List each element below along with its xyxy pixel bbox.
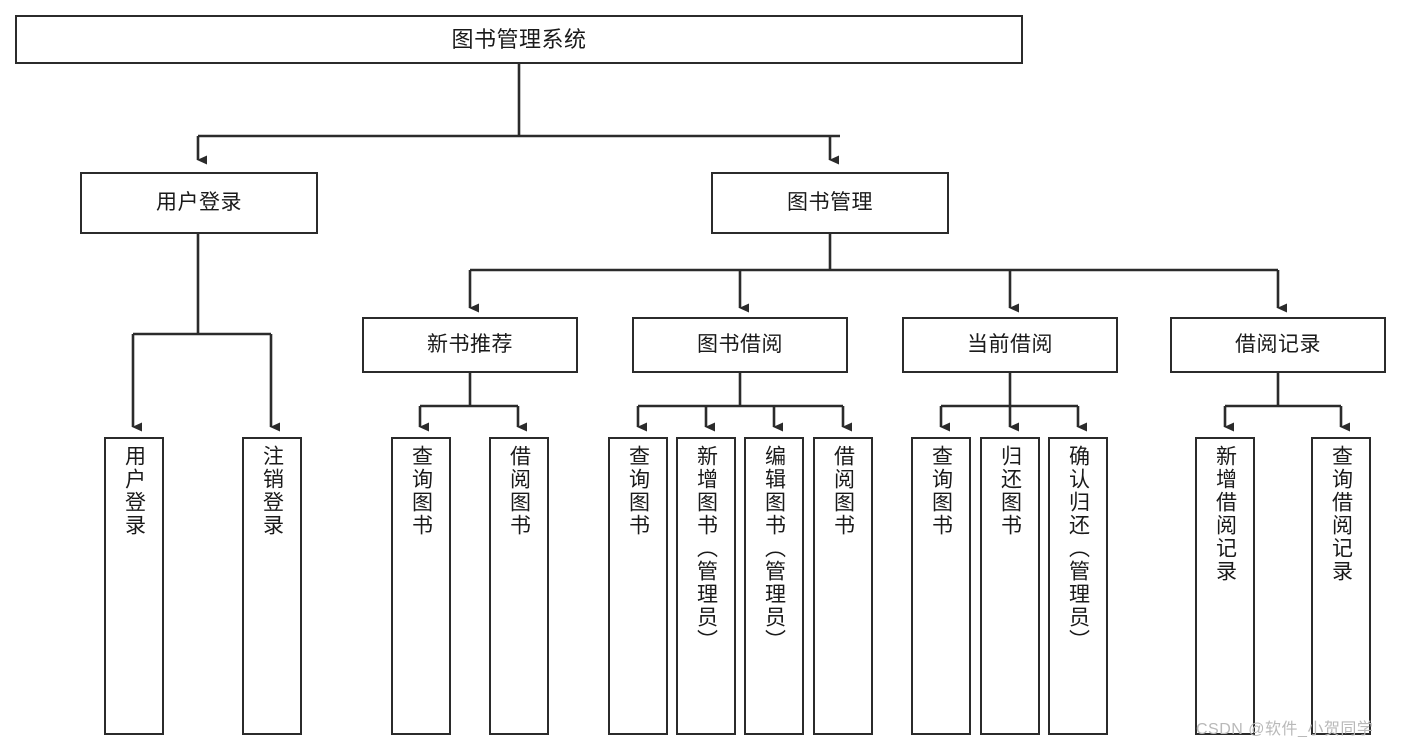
node-label: 查询图书 [929, 445, 953, 537]
node-label: 当前借阅 [967, 332, 1053, 356]
leaf-borrow-record-add-record[interactable]: 新增借阅记录 [1195, 437, 1255, 735]
node-label: 用户登录 [156, 190, 242, 214]
node-label: 图书管理系统 [451, 26, 587, 52]
node-label: 图书借阅 [697, 332, 783, 356]
node-label: 用户登录 [122, 445, 146, 537]
node-label: 查询借阅记录 [1329, 445, 1353, 583]
node-new-book-recommend[interactable]: 新书推荐 [362, 317, 578, 373]
leaf-current-borrow-confirm-return-admin[interactable]: 确认归还（管理员） [1048, 437, 1108, 735]
leaf-new-book-borrow-book[interactable]: 借阅图书 [489, 437, 549, 735]
leaf-current-borrow-return-book[interactable]: 归还图书 [980, 437, 1040, 735]
node-book-management[interactable]: 图书管理 [711, 172, 949, 234]
leaf-borrow-record-query-record[interactable]: 查询借阅记录 [1311, 437, 1371, 735]
node-label: 查询图书 [626, 445, 650, 537]
node-label: 查询图书 [409, 445, 433, 537]
node-root-book-management-system[interactable]: 图书管理系统 [15, 15, 1023, 64]
node-label: 借阅记录 [1235, 332, 1321, 356]
node-label: 确认归还（管理员） [1066, 445, 1090, 652]
leaf-book-borrow-add-book-admin[interactable]: 新增图书（管理员） [676, 437, 736, 735]
leaf-user-login-login[interactable]: 用户登录 [104, 437, 164, 735]
csdn-watermark: CSDN @软件_小贺同学 [1196, 721, 1374, 738]
node-label: 注销登录 [260, 445, 284, 537]
node-label: 图书管理 [787, 190, 873, 214]
node-user-login[interactable]: 用户登录 [80, 172, 318, 234]
node-book-borrow[interactable]: 图书借阅 [632, 317, 848, 373]
node-label: 借阅图书 [507, 445, 531, 537]
node-current-borrow[interactable]: 当前借阅 [902, 317, 1118, 373]
node-label: 新增借阅记录 [1213, 445, 1237, 583]
leaf-current-borrow-query-book[interactable]: 查询图书 [911, 437, 971, 735]
node-label: 新增图书（管理员） [694, 445, 718, 652]
leaf-book-borrow-query-book[interactable]: 查询图书 [608, 437, 668, 735]
leaf-book-borrow-borrow-book[interactable]: 借阅图书 [813, 437, 873, 735]
node-label: 借阅图书 [831, 445, 855, 537]
node-label: 编辑图书（管理员） [762, 445, 786, 652]
node-label: 归还图书 [998, 445, 1022, 537]
node-label: 新书推荐 [427, 332, 513, 356]
leaf-book-borrow-edit-book-admin[interactable]: 编辑图书（管理员） [744, 437, 804, 735]
node-borrow-record[interactable]: 借阅记录 [1170, 317, 1386, 373]
leaf-user-login-logout[interactable]: 注销登录 [242, 437, 302, 735]
leaf-new-book-query-book[interactable]: 查询图书 [391, 437, 451, 735]
